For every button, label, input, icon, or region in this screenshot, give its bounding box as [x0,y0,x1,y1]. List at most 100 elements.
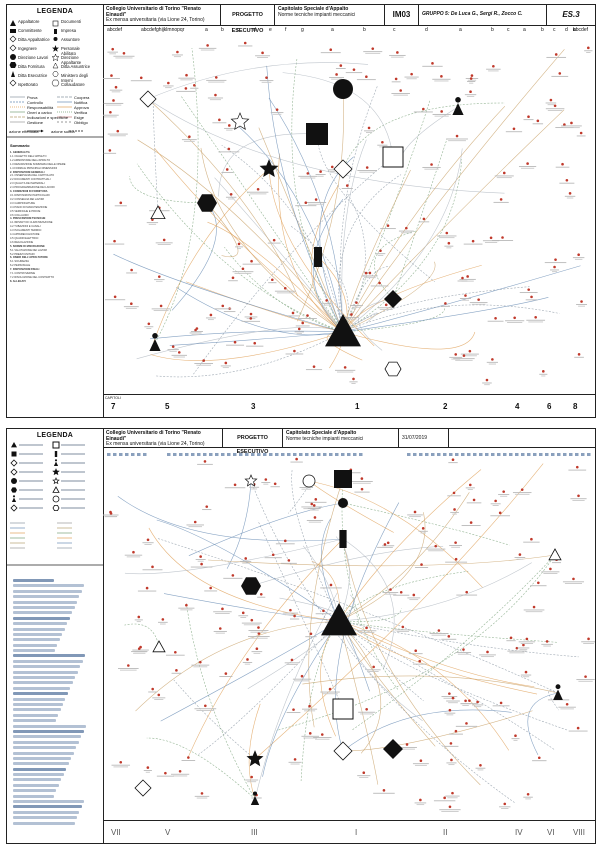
requirement-text [437,235,457,237]
requirement-text [181,139,197,141]
requirement-dot [293,349,296,353]
requirement-text [406,78,417,80]
connection-line [342,106,506,333]
legend-label-blur [61,498,85,500]
requirement-text [426,548,446,550]
requirement-text [155,242,173,244]
connection-line [152,101,159,214]
summary-item: 7.1 CONTROVERSIE [10,272,36,276]
summary-item: 1.4 FORMA E PRINCIPALI DIMENSIONI [10,166,58,170]
requirement-text [505,320,525,322]
requirement-text [377,144,388,146]
requirement-text [226,129,233,131]
connection-line [296,88,344,322]
requirement-dot [405,226,408,230]
connection-line [342,538,395,670]
column-tick [203,453,207,456]
requirement-text [257,596,266,598]
column-tick [425,453,429,456]
requirement-dot [579,131,583,135]
requirement-text [562,581,585,583]
chapter-number: 8 [573,402,578,411]
requirement-text [443,697,456,699]
requirement-dot [231,276,235,280]
column-tick [455,453,459,456]
column-tick [467,453,471,456]
line-legend-label: Verifica [74,110,88,115]
requirement-dots [103,457,595,812]
requirement-dot [414,649,418,653]
requirement-dot [360,487,364,491]
requirement-text [473,706,482,708]
requirement-text [308,203,325,205]
requirement-text [513,739,518,741]
requirement-text [525,611,543,613]
requirement-dot [116,129,120,133]
requirement-text [215,632,225,634]
requirement-dot [412,593,416,597]
requirement-dot [250,775,253,779]
connection-line [207,221,344,333]
column-tick [587,453,591,456]
requirement-text [393,94,408,96]
requirement-text [450,511,459,513]
requirement-text [198,47,217,49]
requirement-text [103,114,119,116]
summary-item: 4.2 TUBAZIONI E CANALI [10,225,41,229]
direzione-appaltante-node [230,112,250,131]
requirement-dot [233,340,237,344]
requirement-text [286,712,301,714]
legend-icons [7,20,103,138]
requirement-text [104,516,117,518]
requirement-text [490,515,511,517]
column-letter: b [541,27,544,33]
column-tick [311,453,315,456]
requirement-dot [352,377,355,381]
requirement-text [469,82,474,84]
requirement-text [131,651,148,653]
requirement-text [409,516,421,518]
requirement-dot [365,626,368,630]
requirement-dot [310,502,314,506]
requirement-dot [389,588,392,591]
requirement-text [526,319,546,321]
column-tick [131,453,135,456]
requirement-text [461,299,470,301]
summary-item: 4.1 IMPIANTI DI CLIMATIZZAZIONE [10,221,53,225]
legend-label-blur [61,462,85,464]
requirement-text [500,495,508,497]
requirement-text [481,656,494,658]
requirement-dot [328,687,332,691]
chapter-number: I [355,828,358,837]
requirement-text [301,735,320,737]
requirement-dot [151,565,154,569]
requirement-text [169,350,177,352]
connection-line [148,527,340,622]
requirement-text [196,797,208,799]
summary-item: 5.1 VALUTAZIONE DEI LAVORI [10,248,48,252]
requirement-dot [244,557,248,560]
requirement-text [142,569,163,571]
requirement-text [107,51,118,53]
requirement-text [518,166,537,168]
legend-label-blur [61,453,85,455]
requirement-dot [147,322,151,326]
requirement-dot [130,268,133,272]
requirement-dot [218,627,222,630]
chapter-number: III [251,828,258,837]
requirement-text [213,630,227,632]
blurred-summary-line [13,600,77,604]
legend-label: Ministero degli Interni [61,73,88,83]
legend-icon [52,505,60,511]
requirement-dot [470,74,474,77]
column-tick [125,453,129,456]
requirement-text [433,800,456,802]
requirement-dot [224,672,228,675]
blurred-summary-line [13,659,83,663]
requirement-dot [525,637,529,641]
personale-abilitato-node [246,750,264,767]
column-tick [275,453,279,456]
requirement-dot [273,482,277,486]
